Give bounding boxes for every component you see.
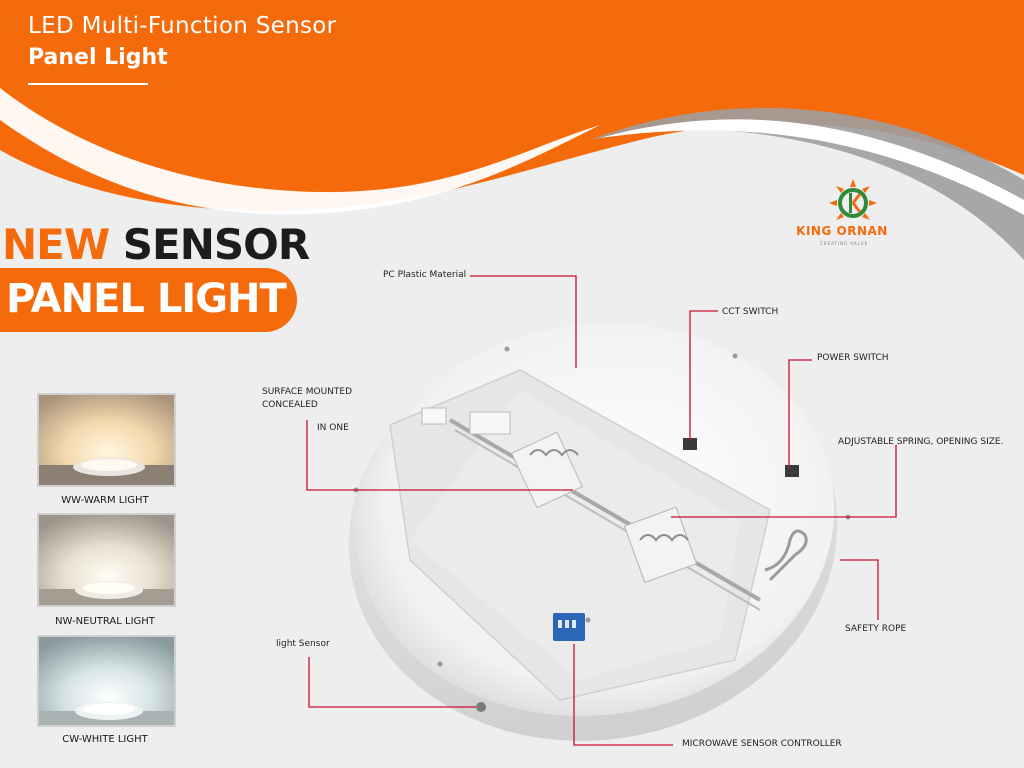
headline: NEW SENSOR <box>2 220 310 269</box>
headline-pill <box>0 268 297 332</box>
headline-sensor: SENSOR <box>122 220 310 269</box>
header-underline <box>28 83 148 85</box>
callout-microwave-sensor: MICROWAVE SENSOR CONTROLLER <box>682 739 842 749</box>
brand-logo-icon <box>829 179 877 220</box>
swatch-white-caption: CW-WHITE LIGHT <box>62 734 148 745</box>
callout-concealed: CONCEALED <box>262 400 318 410</box>
callout-in-one: IN ONE <box>317 423 349 433</box>
swatch-white <box>37 635 176 727</box>
callout-safety-rope: SAFETY ROPE <box>845 624 907 634</box>
callout-power-switch: POWER SWITCH <box>817 353 889 363</box>
brand-name: KING ORNAN <box>796 224 888 238</box>
callout-surface-mounted: SURFACE MOUNTED <box>262 387 353 397</box>
swatch-warm <box>37 393 176 487</box>
brand-tagline: CREATING VALUE <box>819 241 869 246</box>
callout-adjustable-spring: ADJUSTABLE SPRING, OPENING SIZE. <box>838 437 1004 447</box>
swatch-neutral-caption: NW-NEUTRAL LIGHT <box>55 616 155 627</box>
callout-light-sensor: light Sensor <box>276 639 330 649</box>
callout-cct-switch: CCT SWITCH <box>722 307 779 317</box>
swatch-neutral <box>37 513 176 607</box>
headline-new: NEW <box>2 220 110 269</box>
callout-pc-plastic: PC Plastic Material <box>383 270 467 280</box>
header-subtitle: Panel Light <box>28 45 168 70</box>
header-title: LED Multi-Function Sensor <box>28 13 337 39</box>
swatch-warm-caption: WW-WARM LIGHT <box>61 495 149 506</box>
headline-panel-light: PANEL LIGHT <box>6 276 287 322</box>
